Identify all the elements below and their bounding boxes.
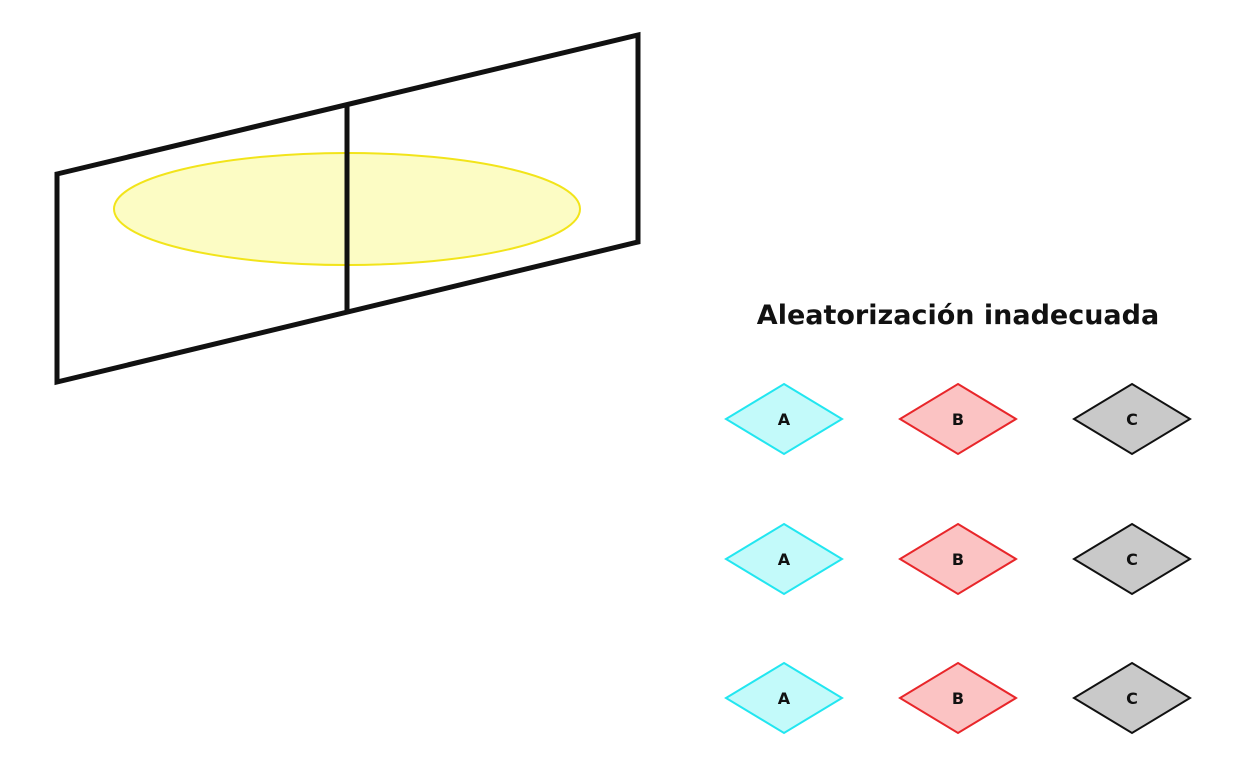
diamond-label: C (1126, 689, 1138, 708)
diamond-shape (1072, 661, 1192, 735)
diamond-shape (724, 661, 844, 735)
diamond-shape (898, 661, 1018, 735)
treatment-diamond-c: C (1072, 382, 1192, 456)
diamond-shape (1072, 382, 1192, 456)
treatment-diamond-b: B (898, 382, 1018, 456)
diagram-title: Aleatorización inadecuada (757, 300, 1159, 331)
treatment-diamond-a: A (724, 382, 844, 456)
diamond-shape (898, 522, 1018, 596)
diamond-label: B (952, 550, 964, 569)
diamond-label: A (778, 689, 791, 708)
field-outline (54, 31, 641, 386)
diamond-label: A (778, 550, 791, 569)
treatment-grid: A B C A B C A B C (724, 382, 1192, 735)
diamond-shape (724, 382, 844, 456)
diamond-shape (1072, 522, 1192, 596)
diamond-label: B (952, 689, 964, 708)
diamond-shape (898, 382, 1018, 456)
treatment-diamond-c: C (1072, 661, 1192, 735)
treatment-diamond-a: A (724, 522, 844, 596)
treatment-diamond-a: A (724, 661, 844, 735)
treatment-diamond-b: B (898, 522, 1018, 596)
diamond-label: A (778, 410, 791, 429)
field-frame (54, 31, 641, 386)
treatment-diamond-b: B (898, 661, 1018, 735)
diamond-label: B (952, 410, 964, 429)
treatment-diamond-c: C (1072, 522, 1192, 596)
diamond-label: C (1126, 410, 1138, 429)
diamond-label: C (1126, 550, 1138, 569)
diamond-shape (724, 522, 844, 596)
